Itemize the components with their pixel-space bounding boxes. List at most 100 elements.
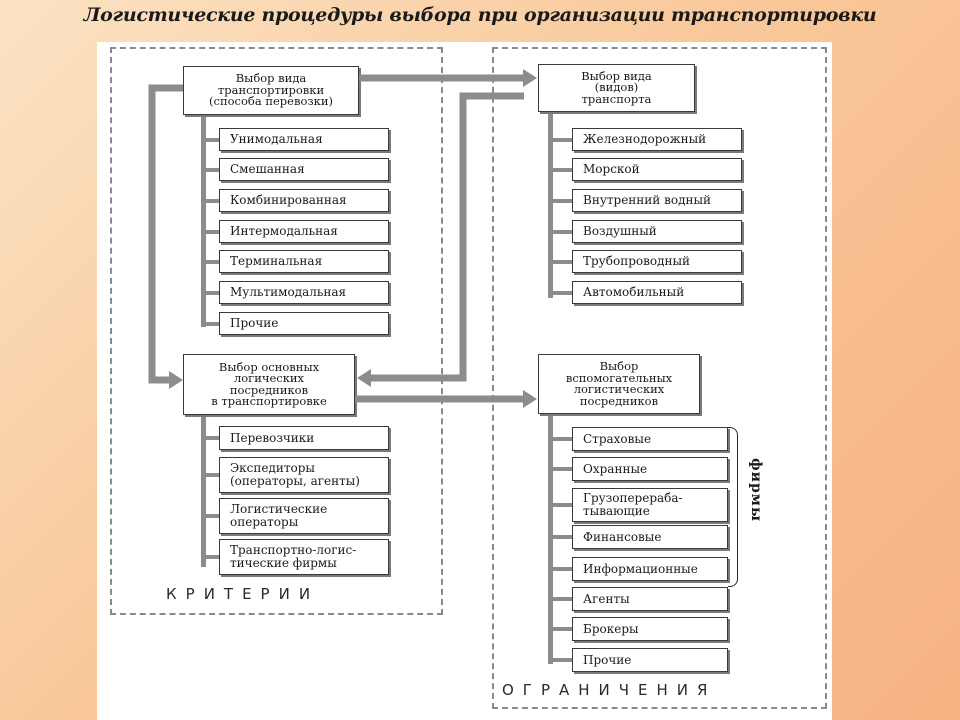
- box-text-line: Информационные: [583, 561, 698, 576]
- transport-mode-item-connector: [551, 290, 572, 295]
- box-text-line: логистических: [573, 382, 665, 396]
- arrow-left-loop-head: [169, 371, 183, 389]
- transport-method-item: Комбинированная: [219, 189, 389, 212]
- box-text-line: операторы: [230, 515, 299, 529]
- transport-mode-item: Трубопроводный: [572, 250, 742, 273]
- criteria-region: [110, 47, 443, 615]
- transport-method-item: Терминальная: [219, 250, 389, 273]
- box-text-line: Страховые: [583, 431, 652, 446]
- transport-method-item-connector: [204, 321, 219, 326]
- box-text-line: Выбор основных: [218, 359, 320, 374]
- arrow-bottom-right-head: [523, 390, 537, 408]
- transport-mode-item: Воздушный: [572, 220, 742, 243]
- main-intermediary-item-connector: [204, 436, 219, 440]
- transport-method-item-connector: [204, 137, 219, 142]
- auxiliary-intermediary-item-connector: [551, 658, 572, 662]
- auxiliary-intermediary-item: Информационные: [572, 557, 728, 581]
- auxiliary-intermediary-item: Прочие: [572, 648, 728, 672]
- box-text-line: Транспортно-логис-: [230, 543, 357, 558]
- arrow-feedback-line: [370, 92, 524, 382]
- transport-mode-item: Внутренний водный: [572, 189, 742, 212]
- limits-region: [492, 47, 827, 709]
- limits-label: ОГРАНИЧЕНИЯ: [498, 681, 721, 699]
- transport-method-item-connector: [204, 259, 219, 264]
- header-transport-mode: Выбор вида(видов)транспорта: [538, 64, 695, 112]
- box-text-line: тические фирмы: [230, 556, 337, 570]
- box-text-line: Выбор вида: [235, 71, 307, 86]
- transport-mode-item-connector: [551, 259, 572, 264]
- transport-method-item-connector: [204, 167, 219, 172]
- box-text-line: Внутренний водный: [583, 193, 712, 208]
- box-text-line: Прочие: [230, 316, 279, 331]
- box-text-line: Выбор: [599, 359, 639, 373]
- box-text-line: посредников: [579, 393, 659, 408]
- box-text-line: в транспортировке: [211, 394, 327, 408]
- box-text-line: тывающие: [583, 504, 650, 518]
- box-text-line: транспорта: [581, 91, 652, 106]
- transport-mode-item-connector: [551, 198, 572, 203]
- transport-mode-item: Морской: [572, 158, 742, 181]
- auxiliary-intermediary-item: Грузоперераба-тывающие: [572, 488, 728, 522]
- box-text-line: Брокеры: [583, 621, 639, 636]
- main-intermediary-item: Экспедиторы(операторы, агенты): [219, 457, 389, 493]
- transport-method-item-connector: [204, 198, 219, 203]
- box-text-line: Воздушный: [583, 224, 657, 239]
- box-text-line: Мультимодальная: [230, 285, 347, 300]
- box-text-line: Финансовые: [583, 529, 662, 544]
- auxiliary-intermediary-item-connector: [551, 597, 572, 601]
- transport-mode-item: Автомобильный: [572, 281, 742, 304]
- box-text-line: Железнодорожный: [583, 132, 707, 147]
- arrow-feedback-head: [357, 369, 371, 387]
- arrow-left-loop-line: [148, 84, 183, 384]
- box-text-line: Перевозчики: [230, 430, 315, 445]
- box-text-line: Терминальная: [230, 254, 323, 269]
- box-text-line: Смешанная: [230, 162, 305, 177]
- right-top-spine: [548, 112, 553, 298]
- criteria-label: КРИТЕРИИ: [162, 585, 324, 603]
- box-text-line: вспомогательных: [565, 370, 673, 385]
- transport-method-item: Интермодальная: [219, 220, 389, 243]
- box-text-line: Интермодальная: [230, 224, 338, 239]
- auxiliary-intermediary-item-connector: [551, 467, 572, 471]
- auxiliary-intermediary-item: Брокеры: [572, 617, 728, 641]
- box-text-line: Охранные: [583, 461, 648, 476]
- transport-method-item: Смешанная: [219, 158, 389, 181]
- slide-title: Логистические процедуры выбора при орган…: [83, 4, 877, 26]
- box-text-line: Унимодальная: [230, 132, 323, 147]
- box-text-line: Логистические: [230, 502, 328, 517]
- box-text-line: (операторы, агенты): [230, 474, 360, 488]
- auxiliary-intermediary-item-connector: [551, 535, 572, 539]
- auxiliary-intermediary-item: Агенты: [572, 587, 728, 611]
- box-text-line: (способа перевозки): [209, 94, 333, 109]
- transport-method-item: Мультимодальная: [219, 281, 389, 304]
- left-bottom-spine: [201, 415, 206, 567]
- auxiliary-intermediary-item: Охранные: [572, 457, 728, 481]
- box-text-line: логических: [233, 371, 305, 385]
- transport-mode-item-connector: [551, 137, 572, 142]
- box-text-line: Грузоперераба-: [583, 491, 683, 506]
- transport-mode-item-connector: [551, 229, 572, 234]
- auxiliary-intermediary-item-connector: [551, 627, 572, 631]
- connector-arrows: [148, 69, 537, 408]
- box-text-line: транспортировки: [217, 82, 325, 97]
- transport-mode-item: Железнодорожный: [572, 128, 742, 151]
- auxiliary-intermediary-item: Финансовые: [572, 525, 728, 549]
- box-text-line: Автомобильный: [583, 285, 685, 300]
- transport-method-item-connector: [204, 229, 219, 234]
- auxiliary-intermediary-item-connector: [551, 567, 572, 571]
- auxiliary-intermediary-item-connector: [551, 503, 572, 507]
- transport-method-item: Унимодальная: [219, 128, 389, 151]
- box-text-line: (видов): [594, 80, 639, 95]
- box-text-line: посредников: [229, 382, 309, 397]
- main-intermediary-item-connector: [204, 473, 219, 477]
- box-text-line: Морской: [583, 162, 640, 177]
- transport-method-item-connector: [204, 290, 219, 295]
- arrow-top-right-head: [523, 69, 537, 87]
- box-text-line: Трубопроводный: [583, 254, 691, 269]
- box-text-line: Комбинированная: [230, 193, 347, 208]
